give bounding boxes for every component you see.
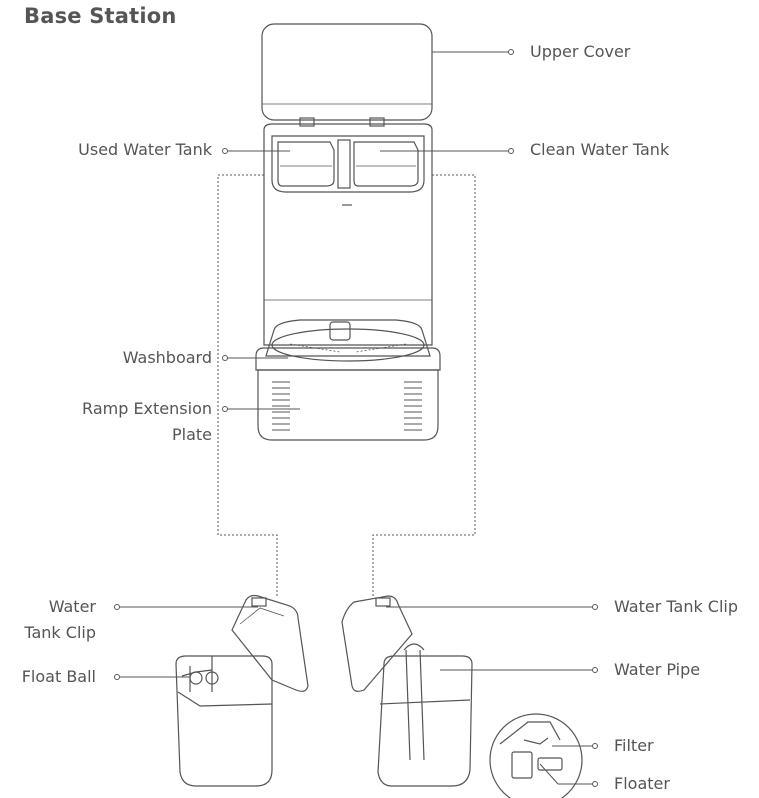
label-floater: Floater	[614, 774, 670, 793]
washboard-shape	[255, 319, 441, 371]
label-clean-water-tank: Clean Water Tank	[530, 140, 670, 159]
clean-tank-shape	[341, 595, 473, 787]
diagram-title: Base Station	[24, 4, 177, 28]
label-water-pipe: Water Pipe	[614, 660, 701, 679]
label-water-tank-clip-left-1: Water	[48, 597, 96, 616]
label-washboard: Washboard	[122, 348, 212, 367]
used-tank-shape	[175, 594, 309, 787]
label-ramp-extension: Ramp Extension	[82, 399, 212, 418]
filter-detail-shape	[489, 713, 583, 798]
label-ramp-plate: Plate	[171, 425, 212, 444]
label-float-ball: Float Ball	[21, 667, 96, 686]
label-filter: Filter	[614, 736, 654, 755]
label-upper-cover: Upper Cover	[530, 42, 631, 61]
dotted-connector	[217, 174, 476, 598]
station-body-shape	[263, 117, 433, 346]
upper-cover-shape	[261, 23, 433, 121]
ramp-plate-shape	[257, 369, 439, 441]
label-used-water-tank: Used Water Tank	[78, 140, 212, 159]
label-water-tank-clip-right: Water Tank Clip	[614, 597, 739, 616]
label-water-tank-clip-left-2: Tank Clip	[24, 623, 96, 642]
callout-lines	[114, 49, 598, 787]
